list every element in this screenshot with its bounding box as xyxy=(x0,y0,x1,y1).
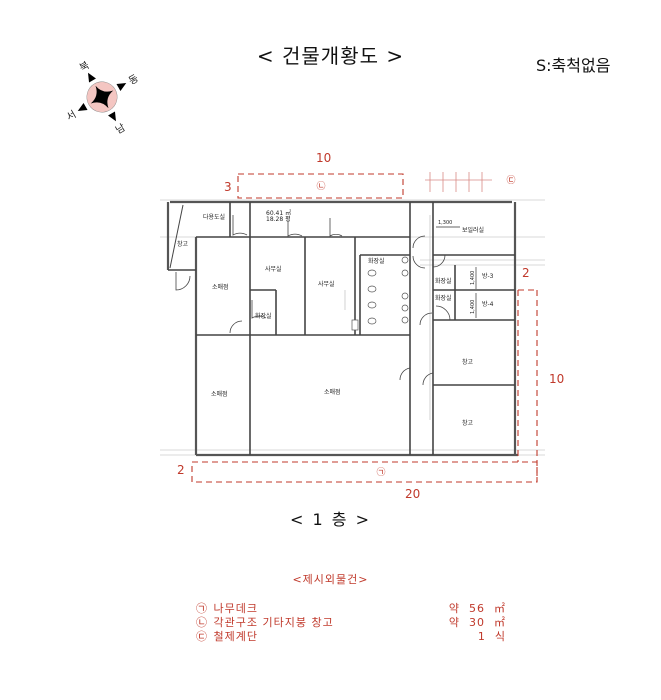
dim-boiler-width: 1,300 xyxy=(438,220,452,226)
legend-mark: ㉠ xyxy=(196,602,208,615)
room-office-2: 사무실 xyxy=(318,280,335,288)
annex-outlines xyxy=(191,173,538,483)
dim-storage-depth: 3 xyxy=(224,180,232,194)
room-restroom-small: 화장실 xyxy=(255,312,272,320)
room-office-1: 사무실 xyxy=(265,265,282,273)
room-storage-e2: 창고 xyxy=(462,419,474,427)
room-restroom-main: 화장실 xyxy=(368,257,385,265)
restroom-fixtures xyxy=(351,256,409,331)
legend-qty: 약 30 ㎡ xyxy=(448,616,506,629)
legend-qty: 1 식 xyxy=(477,630,506,643)
south-arrow-icon xyxy=(108,111,116,122)
dim-storage-width: 10 xyxy=(316,151,331,165)
legend-mark: ㉡ xyxy=(196,616,208,629)
interior-walls xyxy=(168,202,515,455)
legend-name: 각관구조 기타지붕 창고 xyxy=(213,616,334,629)
legend-item: ㉡ 각관구조 기타지붕 창고 약 30 ㎡ xyxy=(196,614,506,630)
dim-room4-height: 1,400 xyxy=(470,300,476,314)
floor-label: < 1 층 > xyxy=(290,510,371,529)
room-storage-nw: 창고 xyxy=(177,240,189,248)
door-swings xyxy=(175,215,451,386)
dim-east-deck-length: 10 xyxy=(549,372,564,386)
room-restroom-4: 화장실 xyxy=(435,294,452,302)
area-note-pyeong: 18.28 평 xyxy=(266,215,291,223)
legend-mark: ㉢ xyxy=(196,630,208,643)
dim-deck-depth: 2 xyxy=(177,463,185,477)
annex-dimensions: 10 3 2 20 2 10 xyxy=(177,151,564,501)
mark-deck: ㉠ xyxy=(376,467,385,478)
scale-note: S:축척없음 xyxy=(536,56,611,75)
dim-room3-height: 1,400 xyxy=(470,271,476,285)
legend-name: 나무데크 xyxy=(213,602,258,615)
legend-title: <제시외물건> xyxy=(292,573,369,586)
legend-item: ㉢ 철제계단 1 식 xyxy=(196,628,506,644)
dim-east-deck-width: 2 xyxy=(522,266,530,280)
room-labels: 창고 다용도실 소매점 사무실 사무실 화장실 화장실 보일러실 화장실 화장실… xyxy=(177,209,494,427)
compass-star-icon xyxy=(90,85,114,109)
room-4: 방-4 xyxy=(482,300,494,308)
room-multipurpose: 다용도실 xyxy=(203,213,225,221)
room-shop-center: 소매점 xyxy=(324,388,341,396)
north-arrow-icon xyxy=(88,72,96,83)
room-restroom-3: 화장실 xyxy=(435,277,452,285)
annex-deck-outline xyxy=(191,461,538,483)
legend-name: 철제계단 xyxy=(213,630,258,643)
annex-stairs xyxy=(425,172,492,192)
compass-rose: 북 동 남 서 xyxy=(64,59,140,136)
mark-stairs: ㉢ xyxy=(506,175,515,186)
area-note-sqm: 60.41 ㎡ xyxy=(266,209,291,217)
east-arrow-icon xyxy=(116,83,127,91)
room-shop-nw: 소매점 xyxy=(212,283,229,291)
room-3: 방-3 xyxy=(482,272,494,280)
legend-qty: 약 56 ㎡ xyxy=(448,602,506,615)
room-shop-sw: 소매점 xyxy=(211,390,228,398)
west-arrow-icon xyxy=(77,103,88,111)
annex-storage-outline xyxy=(237,173,404,199)
page-title: < 건물개황도 > xyxy=(256,44,405,68)
room-storage-e1: 창고 xyxy=(462,358,474,366)
internal-dim-lines xyxy=(436,226,477,318)
annex-marks: ㉡ ㉢ ㉠ xyxy=(316,175,515,478)
room-boiler: 보일러실 xyxy=(462,226,484,234)
outer-walls xyxy=(166,200,518,457)
legend-item: ㉠ 나무데크 약 56 ㎡ xyxy=(196,600,506,616)
mark-storage: ㉡ xyxy=(316,181,325,192)
dim-deck-width: 20 xyxy=(405,487,420,501)
